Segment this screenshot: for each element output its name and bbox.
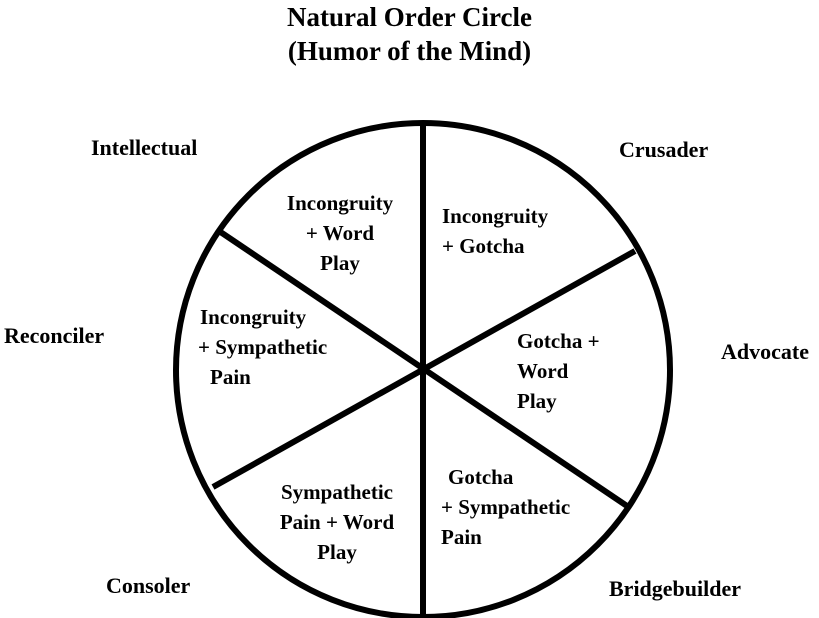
divider-diagonal-down — [217, 228, 629, 509]
sector-line: Incongruity — [442, 204, 549, 228]
sector-line: Pain — [210, 365, 251, 389]
sector-line: + Sympathetic — [441, 495, 571, 519]
sector-line: Play — [320, 251, 360, 275]
sector-line: + Word — [305, 221, 375, 245]
sector-right: Gotcha + Word Play — [517, 326, 600, 416]
sector-top-left: Incongruity + Word Play — [270, 188, 410, 278]
label-reconciler: Reconciler — [4, 323, 105, 348]
label-consoler: Consoler — [106, 573, 191, 598]
sector-bottom-right: Gotcha + Sympathetic Pain — [441, 462, 570, 552]
sector-line: + Sympathetic — [198, 335, 328, 359]
label-crusader: Crusader — [619, 137, 709, 162]
label-advocate: Advocate — [721, 339, 809, 364]
sector-line: Pain + Word — [279, 510, 395, 534]
sector-line: + Gotcha — [442, 234, 525, 258]
sector-line: Sympathetic — [281, 480, 393, 504]
sector-line: Play — [517, 389, 557, 413]
sector-line: Word — [517, 359, 569, 383]
sector-left: Incongruity + Sympathetic Pain — [198, 302, 327, 392]
sector-line: Incongruity — [286, 191, 394, 215]
diagram-subtitle: (Humor of the Mind) — [287, 36, 532, 66]
sector-bottom-left: Sympathetic Pain + Word Play — [262, 477, 412, 567]
sector-line: Pain — [441, 525, 482, 549]
sector-line: Play — [317, 540, 357, 564]
label-bridgebuilder: Bridgebuilder — [609, 576, 742, 601]
sector-line: Incongruity — [200, 305, 307, 329]
sector-line: Gotcha + — [517, 329, 600, 353]
sector-top-right: Incongruity + Gotcha — [442, 201, 548, 261]
sector-line: Gotcha — [448, 465, 514, 489]
label-intellectual: Intellectual — [91, 135, 198, 160]
diagram-title: Natural Order Circle — [287, 2, 532, 32]
